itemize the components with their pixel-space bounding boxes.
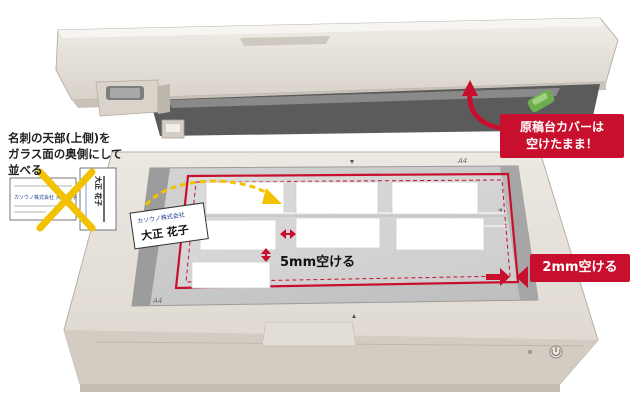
gap-5mm-horizontal-arrow <box>280 229 296 239</box>
a4-mark-side: A4 <box>152 297 162 305</box>
power-button[interactable] <box>549 345 563 359</box>
lid-release-button[interactable] <box>526 88 556 113</box>
gap-2mm-arrow <box>486 266 528 288</box>
lid-hinge <box>95 79 185 139</box>
reject-x-icon <box>36 168 96 232</box>
gap-5mm-label: 5mm空ける <box>280 255 356 270</box>
placed-card-3[interactable] <box>391 181 479 215</box>
placed-card-7[interactable] <box>191 261 271 289</box>
instruction-line-3: 並べる <box>8 163 43 177</box>
rejected-card-1-text: カソウノ株式会社 大正 花子 <box>14 194 77 201</box>
gap-5mm-vertical-arrow <box>261 248 271 262</box>
placed-card-4[interactable] <box>199 219 277 251</box>
placement-arrow <box>144 179 282 206</box>
sample-card[interactable]: カソウノ株式会社 大正 花子 <box>129 202 209 250</box>
instruction-line-1: 名刺の天部(上側)を <box>8 131 111 145</box>
indicator-light <box>528 350 532 354</box>
cover-callout: 原稿台カバーは 空けたまま！ <box>500 114 624 158</box>
placed-card-6[interactable] <box>395 217 485 251</box>
lid-open-arrow <box>462 80 501 131</box>
a4-mark-top: A4 <box>457 157 467 165</box>
sample-card-name: 大正 花子 <box>140 222 189 243</box>
cover-callout-line-2: 空けたまま！ <box>526 137 598 151</box>
instruction-line-2: ガラス面の奥側にして <box>8 147 123 161</box>
instruction-text: 名刺の天部(上側)を ガラス面の奥側にして 並べる <box>8 130 136 178</box>
placed-card-5[interactable] <box>295 217 381 249</box>
gap-2mm-callout: 2mm空ける <box>530 254 630 282</box>
cover-callout-line-1: 原稿台カバーは <box>519 120 604 134</box>
placed-card-2[interactable] <box>295 181 379 215</box>
rejected-card-2-text: 大正 花子 <box>94 176 103 206</box>
